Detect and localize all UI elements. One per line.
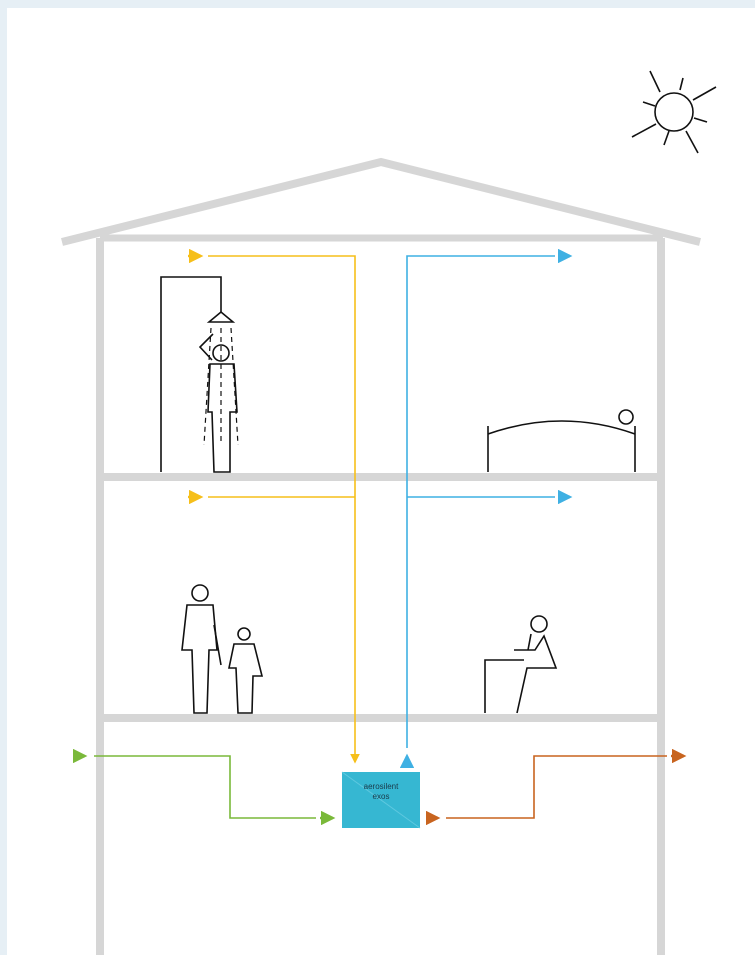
house-structure bbox=[61, 157, 701, 955]
adult-child-icon bbox=[181, 584, 264, 714]
outdoor-air-flow bbox=[73, 748, 336, 826]
supply-air-flow bbox=[399, 248, 573, 768]
ventilation-unit bbox=[341, 771, 421, 829]
unit-label-line2: exos bbox=[372, 792, 390, 801]
shower-person-icon bbox=[160, 276, 239, 473]
seated-person-icon bbox=[484, 615, 558, 714]
extract-air-flow bbox=[188, 248, 360, 764]
unit-label: aerosilent exos bbox=[342, 782, 420, 802]
bed-person-icon bbox=[487, 409, 636, 472]
exhaust-air-flow bbox=[426, 748, 687, 826]
unit-label-line1: aerosilent bbox=[363, 782, 399, 791]
roof bbox=[61, 157, 701, 246]
sun-icon bbox=[631, 70, 717, 154]
